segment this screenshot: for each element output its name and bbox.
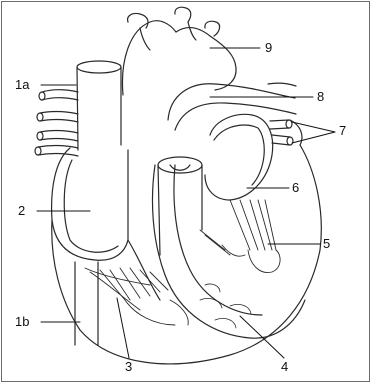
heart-outline [52,120,322,364]
label-3: 3 [125,360,132,373]
label-2: 2 [18,204,25,217]
superior-vena-cava [77,61,121,150]
left-atrium [205,114,273,200]
label-1a: 1a [15,78,29,91]
leader-7b [292,132,335,143]
pulmonary-veins-right [270,120,293,145]
label-9: 9 [265,41,272,54]
label-8: 8 [317,90,324,103]
label-6: 6 [292,181,299,194]
pulmonary-artery [168,83,296,130]
tricuspid-chordae [85,268,188,325]
aorta-arch [122,7,236,95]
pulmonary-veins-left [35,90,78,156]
mitral-chordae [200,200,280,273]
leader-4 [240,316,284,358]
leader-lines [37,48,335,358]
right-atrium [52,148,128,260]
inferior-vena-cava [75,262,98,345]
label-5: 5 [323,237,330,250]
label-1b: 1b [15,315,29,328]
label-7: 7 [339,124,346,137]
label-4: 4 [281,360,288,373]
leader-3 [117,298,129,358]
